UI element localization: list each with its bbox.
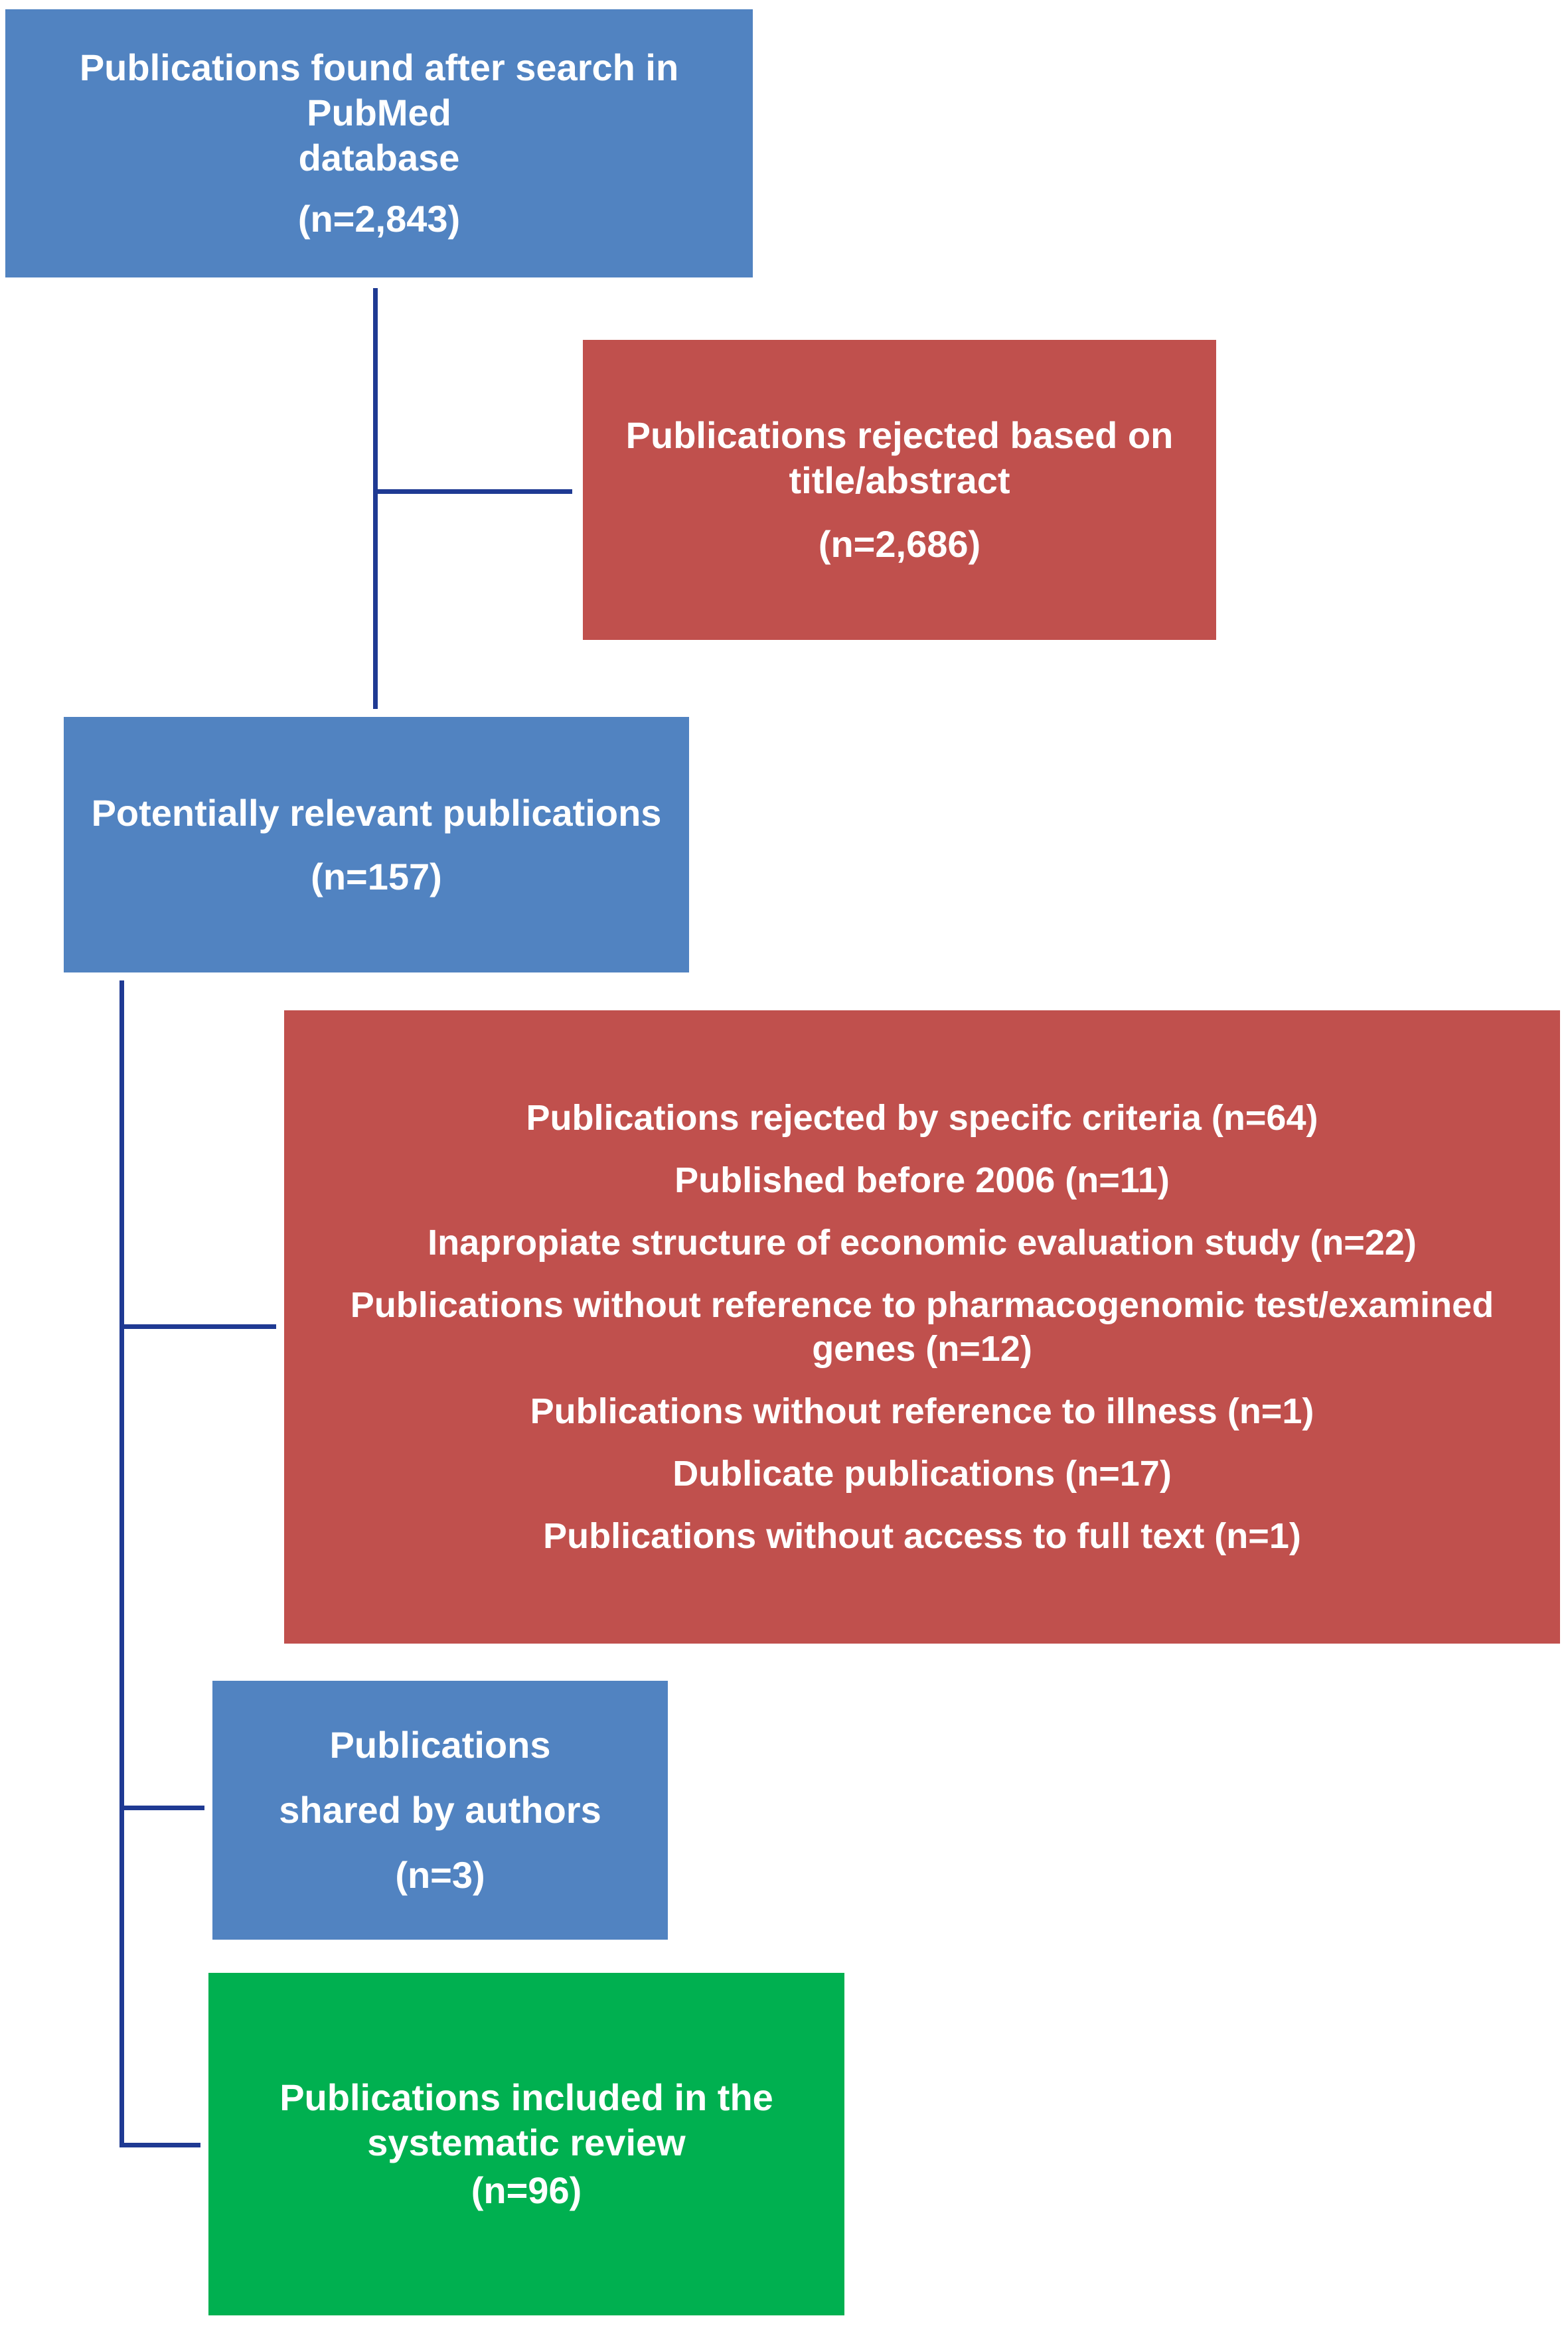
shared-count: (n=3) (395, 1854, 485, 1896)
search-box-line2: database (298, 137, 460, 179)
criteria-item: Inapropiate structure of economic evalua… (428, 1223, 1417, 1263)
included-in-review-box: Publications included in the systematic … (208, 1973, 844, 2315)
criteria-item: Publications without reference to illnes… (530, 1391, 1314, 1431)
search-box-count: (n=2,843) (297, 198, 461, 240)
rejected-title-line1: Publications rejected based on (625, 414, 1174, 456)
criteria-item: Dublicate publications (n=17) (672, 1454, 1172, 1494)
search-box-line1: Publications found after search in PubMe… (79, 46, 679, 133)
included-line1: Publications included in the (279, 2076, 773, 2118)
potentially-relevant-box: Potentially relevant publications (n=157… (64, 717, 689, 972)
criteria-item: Publications without reference to pharma… (350, 1285, 1494, 1369)
rejected-title-abstract-box: Publications rejected based on title/abs… (583, 340, 1216, 640)
search-results-box: Publications found after search in PubMe… (5, 9, 753, 277)
connector-search-to-relevant (373, 288, 378, 709)
included-count: (n=96) (471, 2169, 582, 2211)
rejected-criteria-box: Publications rejected by specifc criteri… (284, 1010, 1560, 1644)
shared-by-authors-box: Publications shared by authors (n=3) (212, 1681, 668, 1940)
connector-relevant-trunk (119, 980, 124, 2147)
connector-to-included (119, 2143, 200, 2147)
criteria-item: Publications without access to full text… (543, 1516, 1301, 1556)
rejected-title-count: (n=2,686) (818, 523, 981, 565)
criteria-item: Published before 2006 (n=11) (674, 1160, 1170, 1200)
connector-to-rejected-title (373, 489, 572, 494)
connector-to-criteria (119, 1324, 276, 1329)
relevant-line1: Potentially relevant publications (91, 791, 662, 834)
shared-line2: shared by authors (279, 1789, 601, 1831)
relevant-count: (n=157) (311, 855, 442, 897)
rejected-title-line2: title/abstract (789, 459, 1010, 501)
connector-to-shared (119, 1806, 204, 1810)
shared-line1: Publications (329, 1724, 551, 1766)
included-line2: systematic review (367, 2122, 686, 2163)
criteria-item: Publications rejected by specifc criteri… (526, 1098, 1318, 1138)
